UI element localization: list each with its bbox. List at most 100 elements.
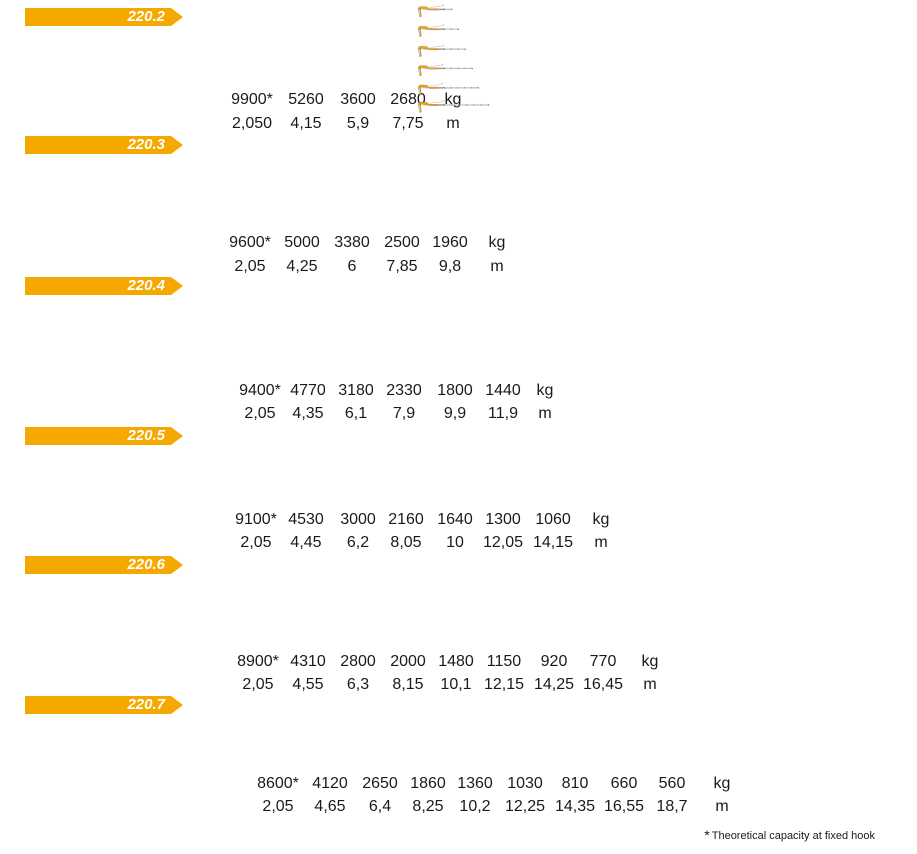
crane-drawing: 17° [418, 84, 480, 96]
reach-value: 14,35 [554, 798, 596, 815]
capacity-value: 9400* [239, 382, 281, 399]
capacity-value: 1640 [437, 511, 473, 528]
model-banner: 220.6 [25, 556, 185, 574]
boom-angle-line [429, 84, 441, 87]
boom-extension-section [444, 67, 452, 69]
boom-extension-section [451, 67, 459, 69]
reach-value: 6,4 [368, 798, 392, 815]
boom-angle-label: 17° [441, 65, 444, 67]
boom-extension-section [473, 104, 482, 106]
crane-outer-boom [429, 8, 438, 11]
reach-value: 2,050 [231, 115, 273, 132]
reach-value: 18,7 [656, 798, 688, 815]
reach-unit: m [594, 534, 608, 551]
reach-unit: m [538, 405, 552, 422]
capacity-value: 9600* [229, 234, 271, 251]
model-name: 220.3 [127, 136, 165, 153]
boom-angle-label: 17° [442, 101, 445, 103]
capacity-value: 560 [658, 775, 686, 792]
boom-extension-section [452, 104, 460, 106]
model-name: 220.4 [127, 277, 165, 294]
boom-extension-section [437, 104, 445, 106]
boom-extension-section [444, 48, 452, 50]
reach-value: 12,15 [483, 676, 525, 693]
reach-value: 8,15 [392, 676, 424, 693]
capacity-value: 1300 [485, 511, 521, 528]
capacity-value: 3000 [340, 511, 376, 528]
reach-value: 2,05 [262, 798, 294, 815]
crane-outer-boom [429, 67, 438, 70]
reach-value: 5,9 [346, 115, 370, 132]
model-banner: 220.2 [25, 8, 185, 26]
capacity-unit: kg [713, 775, 731, 792]
capacity-value: 2800 [340, 653, 376, 670]
model-banner: 220.7 [25, 696, 185, 714]
capacity-value: 2000 [390, 653, 426, 670]
capacity-value: 920 [540, 653, 568, 670]
capacity-value: 1060 [535, 511, 571, 528]
reach-value: 12,25 [504, 798, 546, 815]
reach-value: 2,05 [234, 258, 266, 275]
boom-angle-line [429, 101, 442, 104]
model-name: 220.6 [127, 556, 165, 573]
capacity-value: 1960 [432, 234, 468, 251]
reach-value: 7,85 [386, 258, 418, 275]
boom-extension-section [444, 28, 452, 30]
boom-extension-section [444, 104, 453, 106]
reach-value: 14,25 [533, 676, 575, 693]
reach-value: 7,9 [392, 405, 416, 422]
capacity-value: 4770 [290, 382, 326, 399]
reach-value: 16,55 [603, 798, 645, 815]
boom-extension-section [451, 48, 459, 50]
capacity-value: 8900* [237, 653, 279, 670]
crane-drawing: 17° [418, 101, 490, 113]
capacity-value: 3380 [334, 234, 370, 251]
reach-unit: m [490, 258, 504, 275]
crane-outer-boom [429, 48, 438, 50]
reach-value: 4,15 [290, 115, 322, 132]
footnote-symbol: * [704, 827, 710, 843]
model-name: 220.2 [127, 8, 165, 25]
boom-angle-label: 17° [442, 5, 445, 7]
crane-outer-boom [429, 28, 438, 31]
boom-extension-section [459, 104, 467, 106]
capacity-value: 1800 [437, 382, 473, 399]
reach-value: 10 [446, 534, 464, 551]
capacity-value: 4530 [288, 511, 324, 528]
reach-value: 8,05 [390, 534, 422, 551]
capacity-value: 770 [589, 653, 617, 670]
reach-value: 10,2 [459, 798, 491, 815]
capacity-value: 2680 [390, 91, 426, 108]
capacity-unit: kg [444, 91, 462, 108]
reach-unit: m [715, 798, 729, 815]
reach-value: 4,55 [292, 676, 324, 693]
boom-angle-label: 17° [442, 25, 445, 27]
capacity-value: 5000 [284, 234, 320, 251]
capacity-value: 810 [561, 775, 589, 792]
crane-drawing: 17° [418, 25, 459, 37]
reach-value: 12,05 [482, 534, 524, 551]
reach-value: 4,25 [286, 258, 318, 275]
capacity-value: 3600 [340, 91, 376, 108]
reach-value: 14,15 [532, 534, 574, 551]
footnote: *Theoretical capacity at fixed hook [704, 827, 875, 843]
capacity-value: 3180 [338, 382, 374, 399]
reach-value: 6,3 [346, 676, 370, 693]
capacity-value: 1480 [438, 653, 474, 670]
reach-value: 4,65 [314, 798, 346, 815]
reach-value: 2,05 [240, 534, 272, 551]
reach-value: 8,25 [412, 798, 444, 815]
reach-value: 6,2 [346, 534, 370, 551]
capacity-value: 5260 [288, 91, 324, 108]
footnote-text: Theoretical capacity at fixed hook [711, 830, 875, 842]
model-banner: 220.5 [25, 427, 185, 445]
reach-value: 9,9 [443, 405, 467, 422]
model-banner: 220.4 [25, 277, 185, 295]
capacity-value: 4120 [312, 775, 348, 792]
reach-value: 9,8 [438, 258, 462, 275]
reach-unit: m [643, 676, 657, 693]
reach-value: 10,1 [440, 676, 472, 693]
capacity-value: 1440 [485, 382, 521, 399]
capacity-value: 1860 [410, 775, 446, 792]
boom-angle-line [429, 25, 442, 28]
